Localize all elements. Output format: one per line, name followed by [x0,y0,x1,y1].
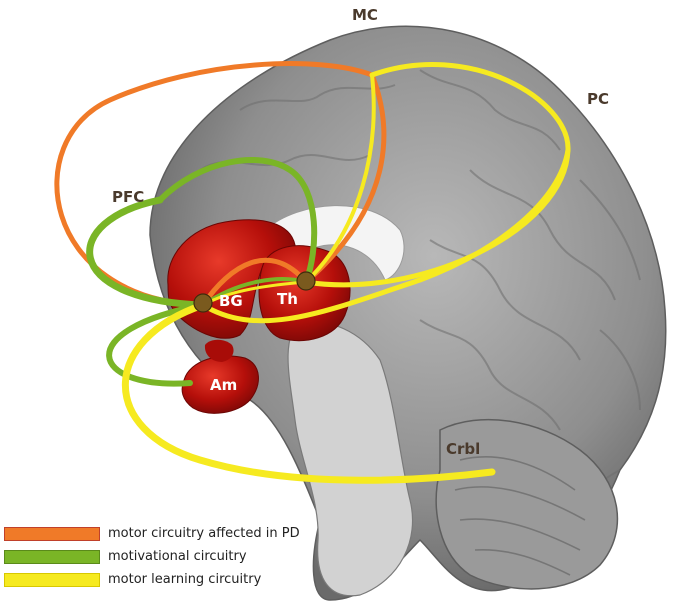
crbl-label: Crbl [446,440,480,458]
motor-learning-circuitry-paths [121,62,571,484]
legend: motor circuitry affected in PD motivatio… [4,522,344,591]
am-label: Am [210,376,237,394]
thalamus-shape [258,245,351,342]
legend-label-motor: motor circuitry affected in PD [108,526,300,541]
pc-label: PC [587,90,609,108]
legend-swatch-learning [4,572,100,587]
legend-label-motivational: motivational circuitry [108,549,247,564]
caudate-tail-shape [204,339,234,362]
pfc-label: PFC [112,188,144,206]
brain-silhouette [149,25,667,601]
th-node [296,271,316,291]
legend-label-learning: motor learning circuitry [108,572,262,587]
th-label: Th [277,290,298,308]
mc-label: MC [352,6,378,24]
legend-swatch-motivational [4,549,100,564]
legend-item-motor: motor circuitry affected in PD [4,522,344,545]
legend-swatch-motor [4,526,100,541]
legend-item-motivational: motivational circuitry [4,545,344,568]
bg-node [193,293,213,313]
legend-item-learning: motor learning circuitry [4,568,344,591]
bg-label: BG [219,292,243,310]
